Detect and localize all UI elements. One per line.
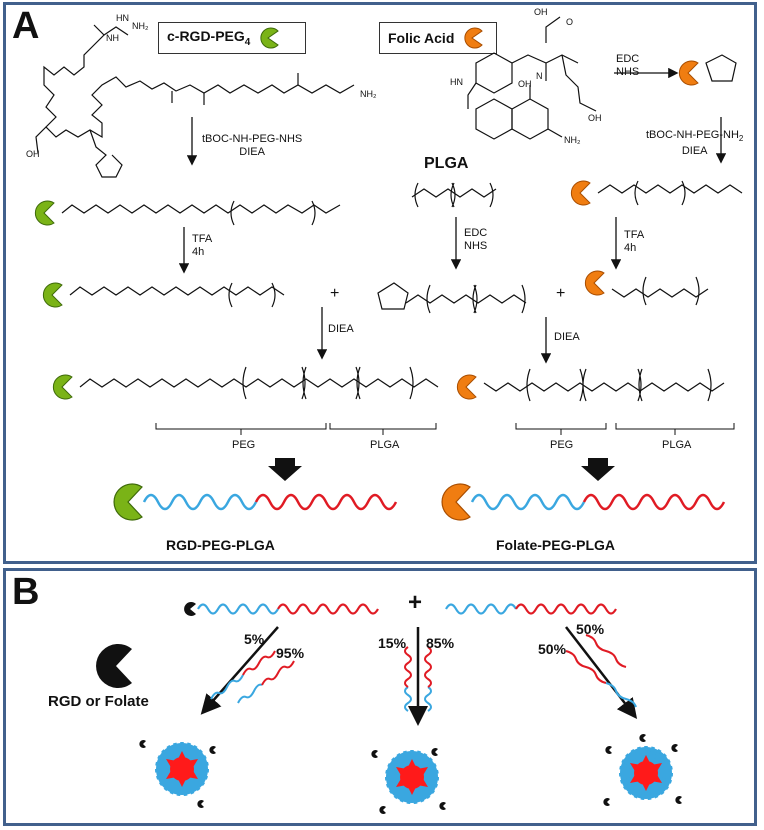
plga-activation-reagents: EDC NHS — [464, 227, 488, 252]
activated-folate-nhs — [678, 54, 737, 86]
peg-chain — [470, 493, 586, 511]
left-step1-reagents: tBOC-NH-PEG-NHS DIEA — [202, 133, 303, 158]
folic-acid-structure — [467, 16, 597, 140]
left-step3-reagent: DIEA — [328, 323, 354, 335]
rgd-peg-amine-intermediate — [42, 282, 285, 308]
side-plga-chain — [565, 650, 607, 684]
ligand-pacman-icon — [184, 602, 196, 616]
side-plga-chain — [424, 646, 432, 688]
side-plga-chain — [261, 660, 295, 686]
crgd-hn-label: HN — [116, 13, 129, 23]
right-pct-untargeted: 50% — [576, 621, 605, 637]
arrow-right-assembly — [565, 626, 638, 719]
nanoparticle-left — [156, 743, 208, 795]
rgd-peg-plga-cartoon — [113, 483, 398, 521]
left-pct-targeted: 5% — [244, 631, 265, 647]
rgd-pacman-icon — [258, 27, 282, 49]
right-step2-reagents: TFA 4h — [624, 229, 645, 254]
side-peg-chain — [237, 683, 263, 704]
plga-chain — [515, 603, 617, 615]
product-label-right: Folate-PEG-PLGA — [496, 537, 616, 553]
side-peg-chain — [605, 682, 637, 708]
folic-o-top: O — [566, 17, 573, 27]
plga-label-left: PLGA — [370, 439, 400, 451]
folate-pacman-icon — [462, 27, 486, 49]
plga-chain — [582, 493, 726, 511]
folic-nh-label: N — [536, 71, 543, 81]
folate-peg-plga-cartoon — [441, 483, 726, 521]
targeted-polymer — [184, 602, 379, 616]
plus-right: + — [556, 285, 566, 302]
nanoparticle-right — [620, 747, 672, 799]
rgd-peg-plga-structure — [52, 366, 439, 435]
left-step2-reagents: TFA 4h — [192, 233, 213, 258]
folate-peg-plga-structure — [456, 368, 735, 435]
panel-b-diagram — [96, 602, 682, 814]
folic-oh-ring: OH — [518, 79, 532, 89]
arrow-left-assembly — [200, 626, 279, 715]
side-peg-chain — [210, 674, 244, 700]
peg-label-right: PEG — [550, 439, 574, 451]
crgd-terminal-nh2: NH₂ — [360, 89, 377, 99]
folic-acid-box-label: Folic Acid — [388, 30, 455, 46]
panel-a-diagram: NH NH₂ HN NH₂ OH HN N OH O OH OH NH₂ — [26, 7, 743, 521]
rgd-pacman-icon — [113, 483, 143, 521]
side-peg-chain — [404, 686, 412, 712]
plga-structure — [411, 182, 497, 208]
product-label-left: RGD-PEG-PLGA — [166, 537, 275, 553]
panel-b-label: B — [12, 571, 40, 613]
panel-a-label: A — [12, 5, 40, 47]
folic-acid-box: Folic Acid — [379, 22, 497, 54]
peg-label-left: PEG — [232, 439, 256, 451]
right-pct-targeted: 50% — [538, 641, 567, 657]
folate-activation-reagents: EDC NHS — [616, 53, 640, 78]
folate-pacman-icon — [678, 60, 699, 86]
right-step3-reagent: DIEA — [554, 331, 580, 343]
folic-oh-right: OH — [588, 113, 602, 123]
side-plga-chain — [404, 646, 412, 688]
folic-hn-label: HN — [450, 77, 463, 87]
side-plga-chain — [242, 650, 276, 676]
crgd-nh2-label: NH₂ — [132, 21, 149, 31]
plga-nhs-activated — [377, 282, 527, 314]
ligand-legend-label: RGD or Folate — [48, 693, 149, 710]
big-arrow-left — [268, 458, 302, 481]
plus-left: + — [330, 285, 340, 302]
right-step1-reagents: tBOC-NH-PEG-NH2 DIEA — [646, 129, 744, 158]
rgd-peg-box-label: c-RGD-PEG4 — [167, 28, 251, 48]
folic-nh2-label: NH₂ — [564, 135, 581, 145]
crgd-oh-label: OH — [26, 149, 40, 159]
plga-label-right: PLGA — [662, 439, 692, 451]
nanoparticle-ligands — [139, 734, 682, 814]
untargeted-polymer — [445, 603, 617, 615]
folate-peg-tboc-intermediate — [570, 180, 743, 206]
panel-b: B — [3, 568, 757, 826]
nanoparticle-middle — [386, 751, 438, 803]
peg-chain — [445, 603, 517, 615]
left-pct-untargeted: 95% — [276, 645, 305, 661]
plga-chain — [254, 493, 398, 511]
folate-peg-amine-intermediate — [584, 270, 709, 306]
crgd-nh-label: NH — [106, 33, 119, 43]
folic-oh-top: OH — [534, 7, 548, 17]
plga-chain — [277, 603, 379, 615]
plus-sign: + — [408, 589, 423, 616]
plga-title: PLGA — [424, 155, 469, 172]
rgd-peg-box: c-RGD-PEG4 — [158, 22, 306, 54]
mid-pct-untargeted: 85% — [426, 635, 455, 651]
peg-chain — [142, 493, 258, 511]
ligand-legend-icon — [96, 644, 132, 688]
side-peg-chain — [424, 686, 432, 712]
side-plga-chain — [585, 634, 627, 668]
panel-a: A c-RGD-PEG4 Folic Acid NH — [3, 2, 757, 564]
peg-chain — [197, 603, 279, 615]
folate-pacman-icon — [441, 483, 471, 521]
big-arrow-right — [581, 458, 615, 481]
mid-pct-targeted: 15% — [378, 635, 407, 651]
crgd-peg4-structure — [35, 24, 355, 178]
rgd-peg-tboc-intermediate — [34, 200, 341, 226]
